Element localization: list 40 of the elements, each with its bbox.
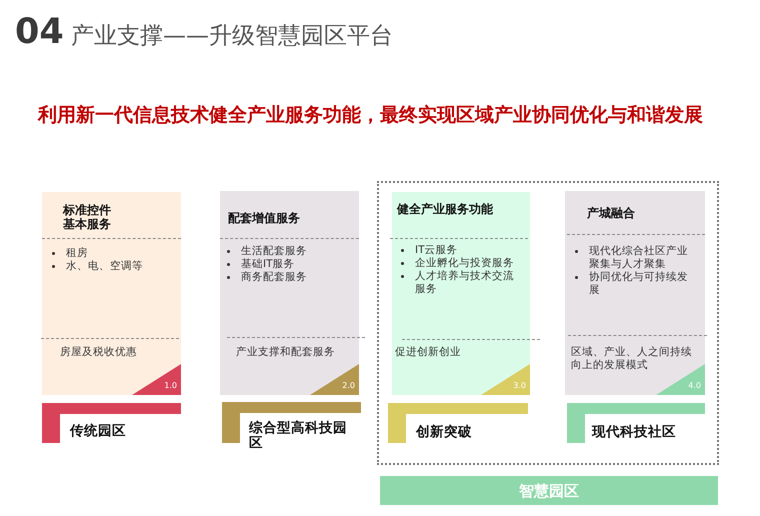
info-card xyxy=(565,191,705,395)
region-band xyxy=(380,476,718,505)
corner-triangle xyxy=(481,364,530,395)
corner-band xyxy=(567,403,705,443)
bullet-item: 商务配套服务 xyxy=(227,270,307,284)
version-label: 4.0 xyxy=(688,381,701,391)
card-heading: 标准控件基本服务 xyxy=(63,203,112,231)
band-label: 传统园区 xyxy=(70,424,126,438)
bullet-item: 协同优化与可持续发展 xyxy=(575,270,689,296)
bullet-item: 人才培养与技术交流服务 xyxy=(401,270,515,296)
version-label: 3.0 xyxy=(513,381,526,391)
slide-subtitle: 利用新一代信息技术健全产业服务功能，最终实现区域产业协同优化与和谐发展 xyxy=(38,103,703,127)
bullet-item: 租房 xyxy=(52,246,88,260)
bullet-item: 现代化综合社区产业聚集与人才聚集 xyxy=(575,244,689,270)
version-label: 2.0 xyxy=(342,381,355,391)
card-footnote: 促进创新创业 xyxy=(395,346,461,359)
card-footnote: 区域、产业、人之间持续向上的发展模式 xyxy=(571,346,693,372)
corner-band xyxy=(388,403,528,443)
bullet-item: IT云服务 xyxy=(401,244,458,256)
dotted-frame xyxy=(377,181,719,465)
card-heading: 产城融合 xyxy=(587,206,635,220)
bullet-item: 基础IT服务 xyxy=(227,258,295,270)
band-label: 综合型高科技园区 xyxy=(249,420,348,450)
card-footnote: 产业支撑和配套服务 xyxy=(236,346,335,359)
version-label: 1.0 xyxy=(164,381,177,391)
bullet-item: 水、电、空调等 xyxy=(52,260,143,272)
slide-title: 04 产业支撑——升级智慧园区平台 xyxy=(15,11,394,54)
bullet-item: 企业孵化与投资服务 xyxy=(401,256,514,270)
corner-triangle xyxy=(656,364,705,395)
corner-band xyxy=(42,403,181,443)
info-card xyxy=(42,192,181,395)
corner-triangle xyxy=(310,364,359,395)
band-label: 创新突破 xyxy=(416,424,472,440)
bullet-item: 生活配套服务 xyxy=(227,244,307,258)
band-label: 现代科技社区 xyxy=(592,424,676,440)
card-heading: 配套增值服务 xyxy=(228,211,300,225)
band-label: 智慧园区 xyxy=(519,482,579,500)
corner-triangle xyxy=(132,364,181,395)
card-heading: 健全产业服务功能 xyxy=(397,202,493,216)
card-footnote: 房屋及税收优惠 xyxy=(60,346,137,359)
